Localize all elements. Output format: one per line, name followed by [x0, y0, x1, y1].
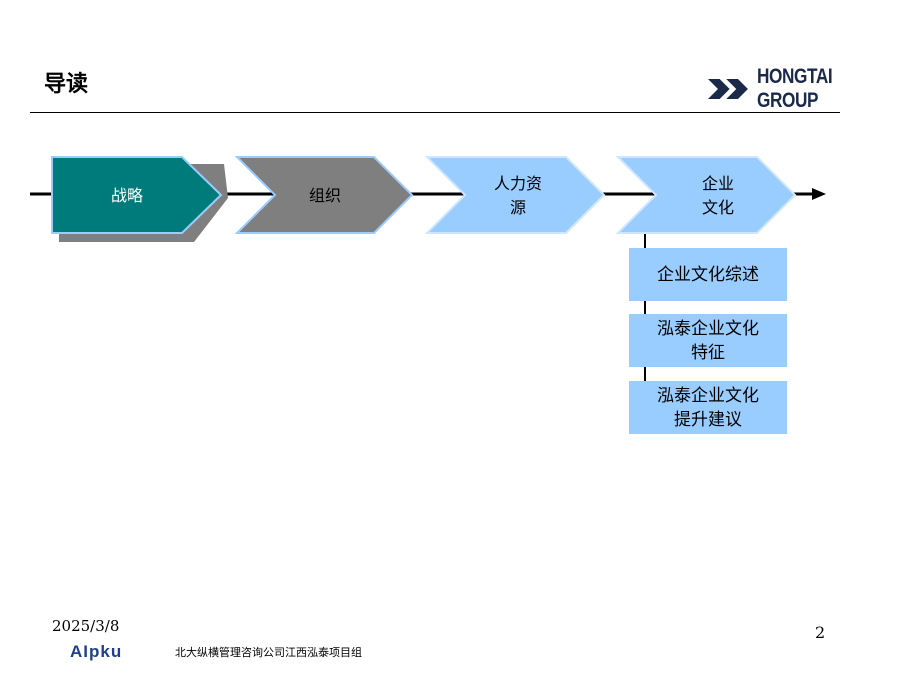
hongtai-chevron-icon — [708, 79, 748, 99]
step-organization-label: 组织 — [308, 186, 341, 205]
step-hr-label: 人力资 源 — [493, 174, 542, 217]
subitem-culture-overview: 企业文化综述 — [629, 248, 787, 301]
subitem-culture-suggestions: 泓泰企业文化提升建议 — [629, 381, 787, 434]
slide-date: 2025/3/8 — [52, 617, 120, 635]
step-strategy-shape — [51, 156, 223, 234]
subitem-culture-features: 泓泰企业文化特征 — [629, 314, 787, 367]
brand-name: HONGTAI GROUP — [757, 65, 833, 112]
step-culture-shape — [615, 156, 797, 234]
timeline-arrowhead — [812, 188, 826, 200]
page-number: 2 — [815, 623, 826, 642]
step-strategy-label: 战略 — [110, 186, 143, 205]
header-divider — [30, 112, 840, 113]
step-hr-shape — [424, 156, 606, 234]
slide-title: 导读 — [44, 72, 89, 97]
step-organization-shape — [234, 156, 414, 234]
footer-text: 北大纵横管理咨询公司江西泓泰项目组 — [175, 646, 362, 659]
step-culture-label: 企业 文化 — [701, 174, 734, 217]
alpku-logo: AIpku — [70, 642, 123, 661]
hongtai-logo: HONGTAI GROUP — [708, 65, 900, 112]
